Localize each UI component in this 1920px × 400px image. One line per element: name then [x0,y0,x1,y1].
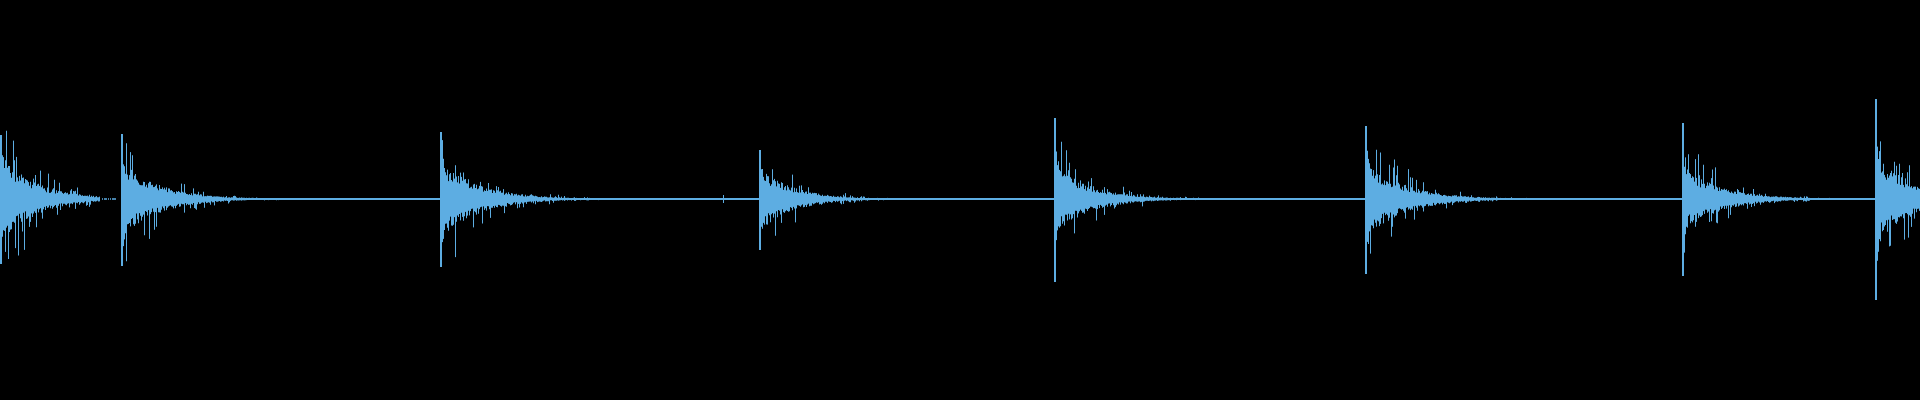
waveform-path [0,99,1920,300]
waveform-bars [0,99,1920,300]
